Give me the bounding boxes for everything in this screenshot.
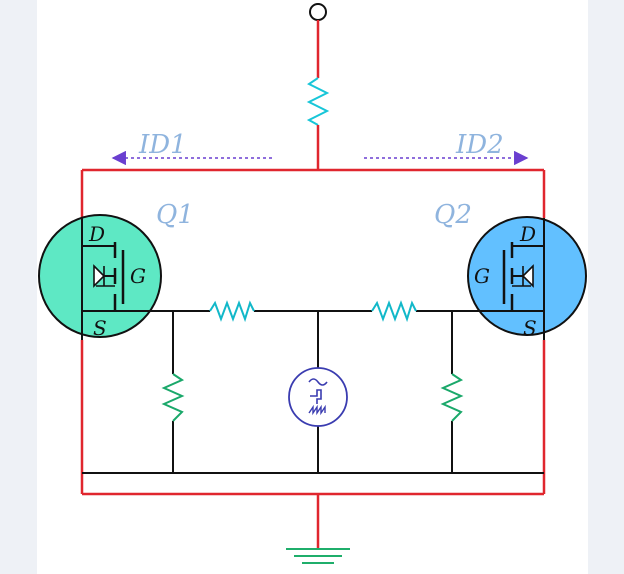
q1-source-label: S: [93, 316, 107, 340]
left-series-resistor: [209, 300, 255, 323]
id1-label: ID1: [138, 130, 187, 160]
q1-label: Q1: [156, 200, 194, 230]
q1-drain-label: D: [88, 222, 105, 246]
q2-diode-icon: [521, 264, 534, 288]
id2-label: ID2: [455, 130, 504, 160]
left-shunt-resistor: [161, 373, 185, 422]
right-series-resistor: [371, 300, 417, 323]
q2-drain-label: D: [519, 222, 536, 246]
q1-diode-icon: [93, 264, 106, 288]
q2-source-label: S: [523, 316, 537, 340]
right-shunt-resistor: [440, 373, 464, 422]
q1-transistor: D G S: [38, 214, 162, 340]
q2-label: Q2: [434, 200, 472, 230]
q1-gate-label: G: [130, 264, 146, 288]
ground-icon: [286, 548, 350, 564]
q2-gate-label: G: [474, 264, 490, 288]
supply-terminal-icon: [309, 3, 327, 21]
sine-square-sawtooth-source-icon: [288, 367, 348, 427]
top-resistor: [306, 77, 330, 126]
q2-transistor: D G S: [467, 216, 587, 340]
